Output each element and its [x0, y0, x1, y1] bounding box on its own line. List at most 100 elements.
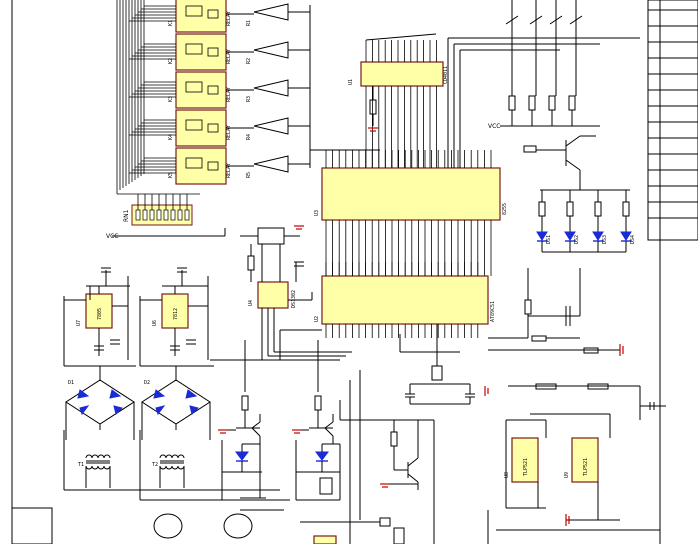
- relay-value: RELAY: [226, 87, 232, 102]
- led-icon: [536, 231, 548, 241]
- transformer-coil: [165, 454, 173, 459]
- relay-contact: [207, 161, 219, 171]
- transformer-coil: [165, 465, 173, 470]
- transformer-coil: [97, 465, 105, 470]
- bridge-ref: D1: [68, 380, 74, 386]
- driver-ref: R2: [246, 58, 252, 64]
- rn-element: [177, 209, 183, 221]
- relay-ref: K5: [168, 172, 174, 178]
- resistor: [548, 95, 556, 111]
- rn-element: [142, 209, 148, 221]
- relay-ref: K1: [168, 20, 174, 26]
- relay-coil: [185, 119, 203, 131]
- opto2-name: TLP521: [583, 458, 589, 476]
- bridge-diode: [185, 389, 198, 399]
- relay-box: [175, 71, 227, 109]
- relay-box: [175, 109, 227, 147]
- u2-ref: U3: [314, 210, 320, 216]
- crystal-y2: [257, 227, 285, 245]
- u1-block: U1 CD4011: [348, 33, 449, 168]
- opto1-name: TLP521: [523, 458, 529, 476]
- vcc-label-right: VCC: [488, 123, 500, 130]
- opto1-ref: U8: [504, 472, 510, 478]
- rn-label: RN1: [123, 209, 130, 222]
- transformer-ref: T2: [152, 462, 158, 468]
- relay-value: RELAY: [226, 163, 232, 178]
- bridge-diode: [153, 389, 166, 399]
- led-resistor: [538, 201, 546, 217]
- transformer-coil: [177, 454, 185, 459]
- resistor: [528, 95, 536, 111]
- bridge-diode: [109, 389, 122, 399]
- u1-chip: [360, 61, 444, 87]
- relay-ref: K4: [168, 134, 174, 140]
- relay-value: RELAY: [226, 125, 232, 140]
- u4-chip: [257, 281, 289, 309]
- led-ref: DS1: [546, 235, 552, 244]
- u3-ref: U2: [314, 316, 320, 322]
- resistor: [508, 95, 516, 111]
- u3-block: U2 AT89C51: [314, 262, 496, 405]
- driver-ref: R1: [246, 20, 252, 26]
- relay-contact: [207, 85, 219, 95]
- u4-ref: U4: [248, 300, 254, 306]
- rn-element: [184, 209, 190, 221]
- transformer-coil: [91, 454, 99, 459]
- transformer-coil: [177, 465, 185, 470]
- transformer-coil: [85, 465, 93, 470]
- led-icon: [592, 231, 604, 241]
- driver-ref: R5: [246, 172, 252, 178]
- reg2-ref: U6: [152, 320, 158, 326]
- led-ref: DS2: [574, 235, 580, 244]
- bridge-diode: [155, 405, 166, 416]
- reg1-ref: U7: [76, 320, 82, 326]
- relay-box: [175, 147, 227, 185]
- relay-contact: [207, 123, 219, 133]
- relay-contact: [207, 47, 219, 57]
- transformer-coil: [91, 465, 99, 470]
- led-icon: [564, 231, 576, 241]
- relay-contact: [207, 9, 219, 19]
- resistor: [568, 95, 576, 111]
- transformer-coil: [171, 465, 179, 470]
- rn-element: [135, 209, 141, 221]
- bridge-rectifier: [65, 379, 135, 425]
- sheet-border: [11, 0, 698, 544]
- rn-element: [170, 209, 176, 221]
- reg2-name: 7812: [173, 308, 179, 320]
- resistor-network: [131, 204, 193, 226]
- relay-coil: [185, 5, 203, 17]
- relay-ref: K3: [168, 96, 174, 102]
- rn-element: [163, 209, 169, 221]
- crystal-y1: [431, 365, 443, 381]
- bottom-section: [153, 509, 405, 544]
- led-resistor: [594, 201, 602, 217]
- power-supply: U7 7805 U6 7812: [63, 267, 300, 501]
- u3-name: AT89C51: [490, 301, 496, 322]
- driver-ref: R4: [246, 134, 252, 140]
- bridge-diode: [79, 405, 90, 416]
- u4-block: U4 DS1302: [240, 225, 352, 361]
- transformer-coil: [85, 454, 93, 459]
- relay-box: [175, 33, 227, 71]
- led-ref: DS4: [630, 235, 636, 244]
- transformer-coil: [159, 454, 167, 459]
- regulator-7812: [161, 293, 189, 329]
- relay-value: RELAY: [226, 11, 232, 26]
- transformer-coil: [97, 454, 105, 459]
- opto-u8: [511, 437, 539, 483]
- led-resistor: [622, 201, 630, 217]
- u2-chip: [321, 167, 501, 221]
- relay-coil: [185, 43, 203, 55]
- opto2-ref: U9: [564, 472, 570, 478]
- vcc-label: VCC: [106, 233, 118, 240]
- driver-section: [218, 340, 435, 544]
- relay-coil: [185, 157, 203, 169]
- u4-name: DS1302: [291, 290, 297, 308]
- u1-name: CD4011: [443, 66, 449, 84]
- relay-value: RELAY: [226, 49, 232, 64]
